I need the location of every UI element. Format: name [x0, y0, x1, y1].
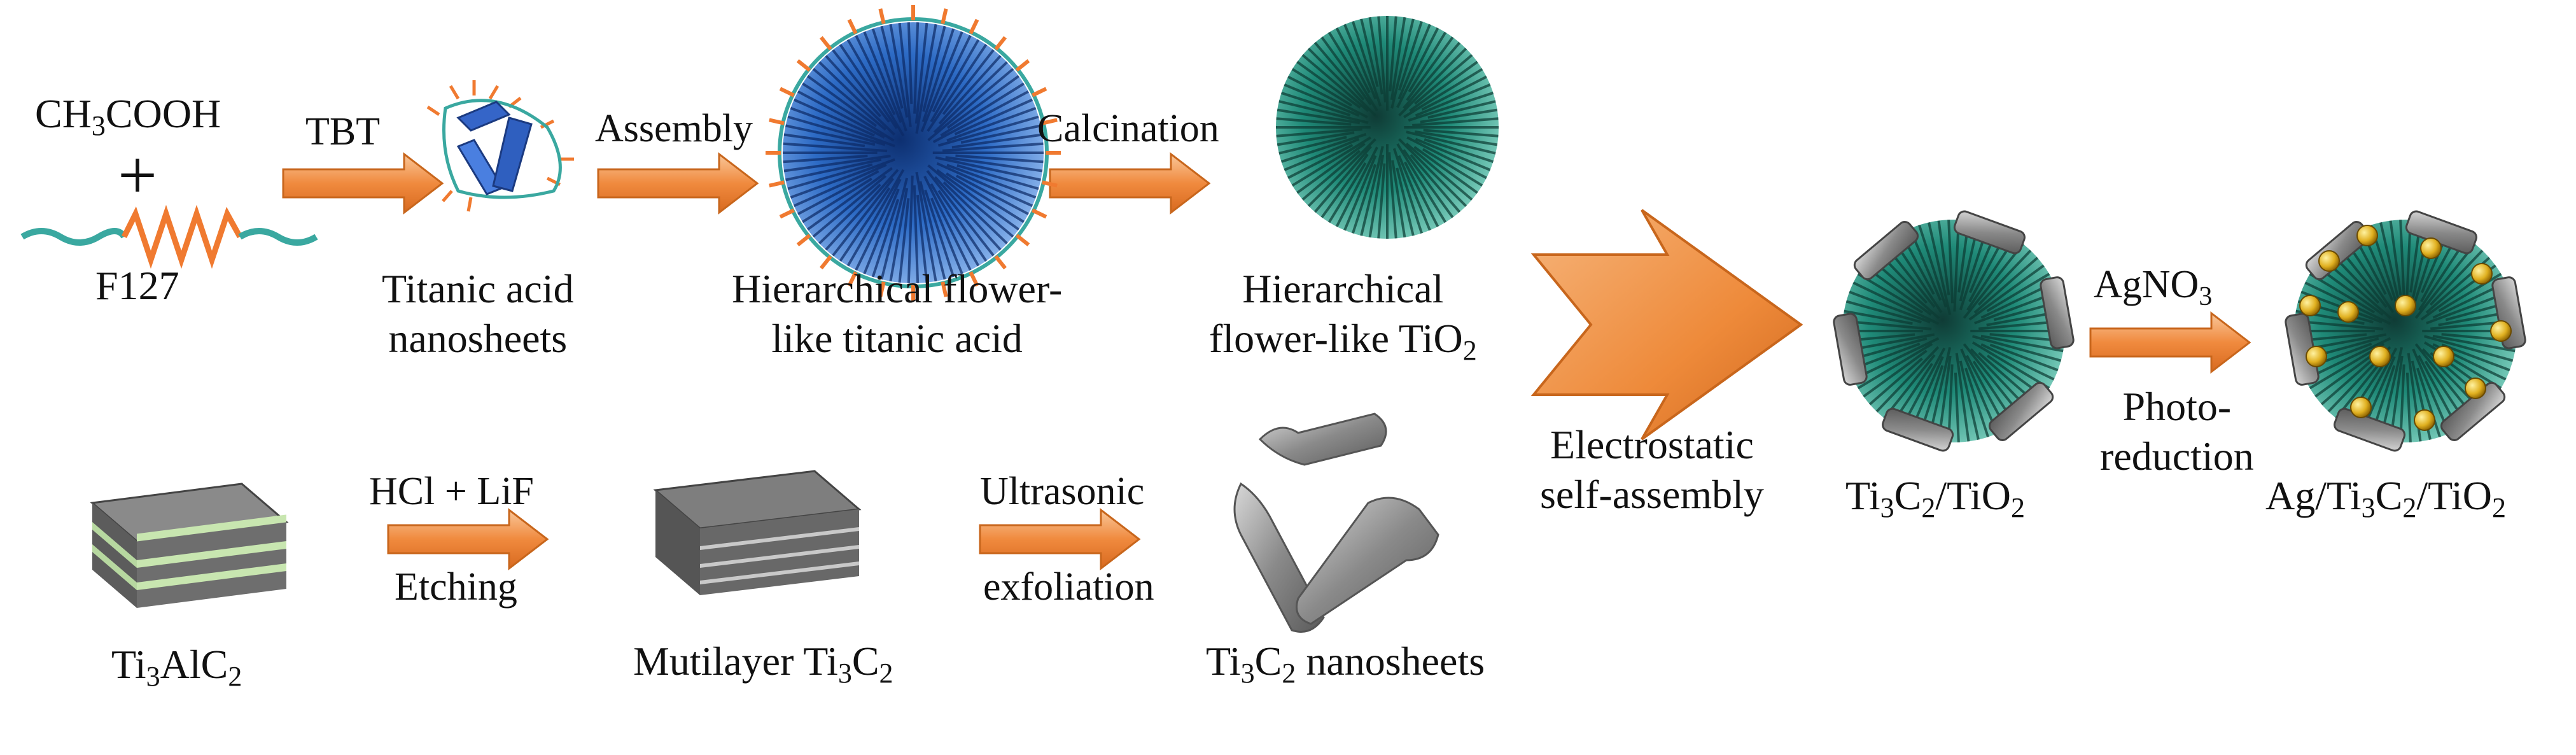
arrow-calcination	[1049, 153, 1210, 214]
arrow-etching	[387, 509, 549, 570]
exfoliation-label: exfoliation	[983, 565, 1154, 609]
ti3alc2-label: Ti3AlC2	[111, 642, 242, 692]
ag-ti3c2-tio2-label: Ag/Ti3C2/TiO2	[2265, 473, 2506, 523]
arrow-tbt	[282, 153, 444, 214]
f127-polymer-icon	[20, 204, 318, 269]
blue-flower-sphere-icon	[766, 5, 1061, 300]
ti3c2-tio2-composite-icon	[1833, 210, 2075, 452]
acetic-acid-label: CH3COOH	[35, 91, 221, 141]
ti3c2-nanosheets-label: Ti3C2 nanosheets	[1206, 639, 1485, 689]
teal-flower-sphere-icon	[1276, 16, 1499, 239]
multilayer-stack-icon	[653, 470, 862, 595]
plus-sign: +	[118, 136, 158, 214]
f127-label: F127	[95, 263, 179, 308]
ultrasonic-label: Ultrasonic	[980, 470, 1145, 513]
ti3c2-tio2-label: Ti3C2/TiO2	[1845, 473, 2025, 523]
hier-titanic-label: Hierarchical flower-like titanic acid	[732, 266, 1063, 361]
agno3-label: AgNO3	[2094, 263, 2213, 311]
ag-composite-icon	[2285, 210, 2526, 452]
titanic-nanosheet-icon	[426, 80, 574, 212]
hcl-lif-label: HCl + LiF	[369, 470, 534, 513]
electrostatic-arrow	[1530, 209, 1803, 441]
multilayer-label: Mutilayer Ti3C2	[633, 639, 893, 689]
arrow-assembly	[597, 153, 759, 214]
arrow-exfoliation	[979, 509, 1140, 570]
tbt-label: TBT	[305, 110, 381, 153]
etching-label: Etching	[395, 565, 517, 609]
mxene-nanosheets-icon	[1233, 413, 1439, 633]
arrow-agno3	[2089, 312, 2251, 373]
calcination-label: Calcination	[1037, 107, 1219, 150]
assembly-label: Assembly	[595, 107, 753, 150]
ti3alc2-stack-icon	[90, 483, 289, 608]
photoreduction-label: Photo-reduction	[2100, 384, 2254, 479]
